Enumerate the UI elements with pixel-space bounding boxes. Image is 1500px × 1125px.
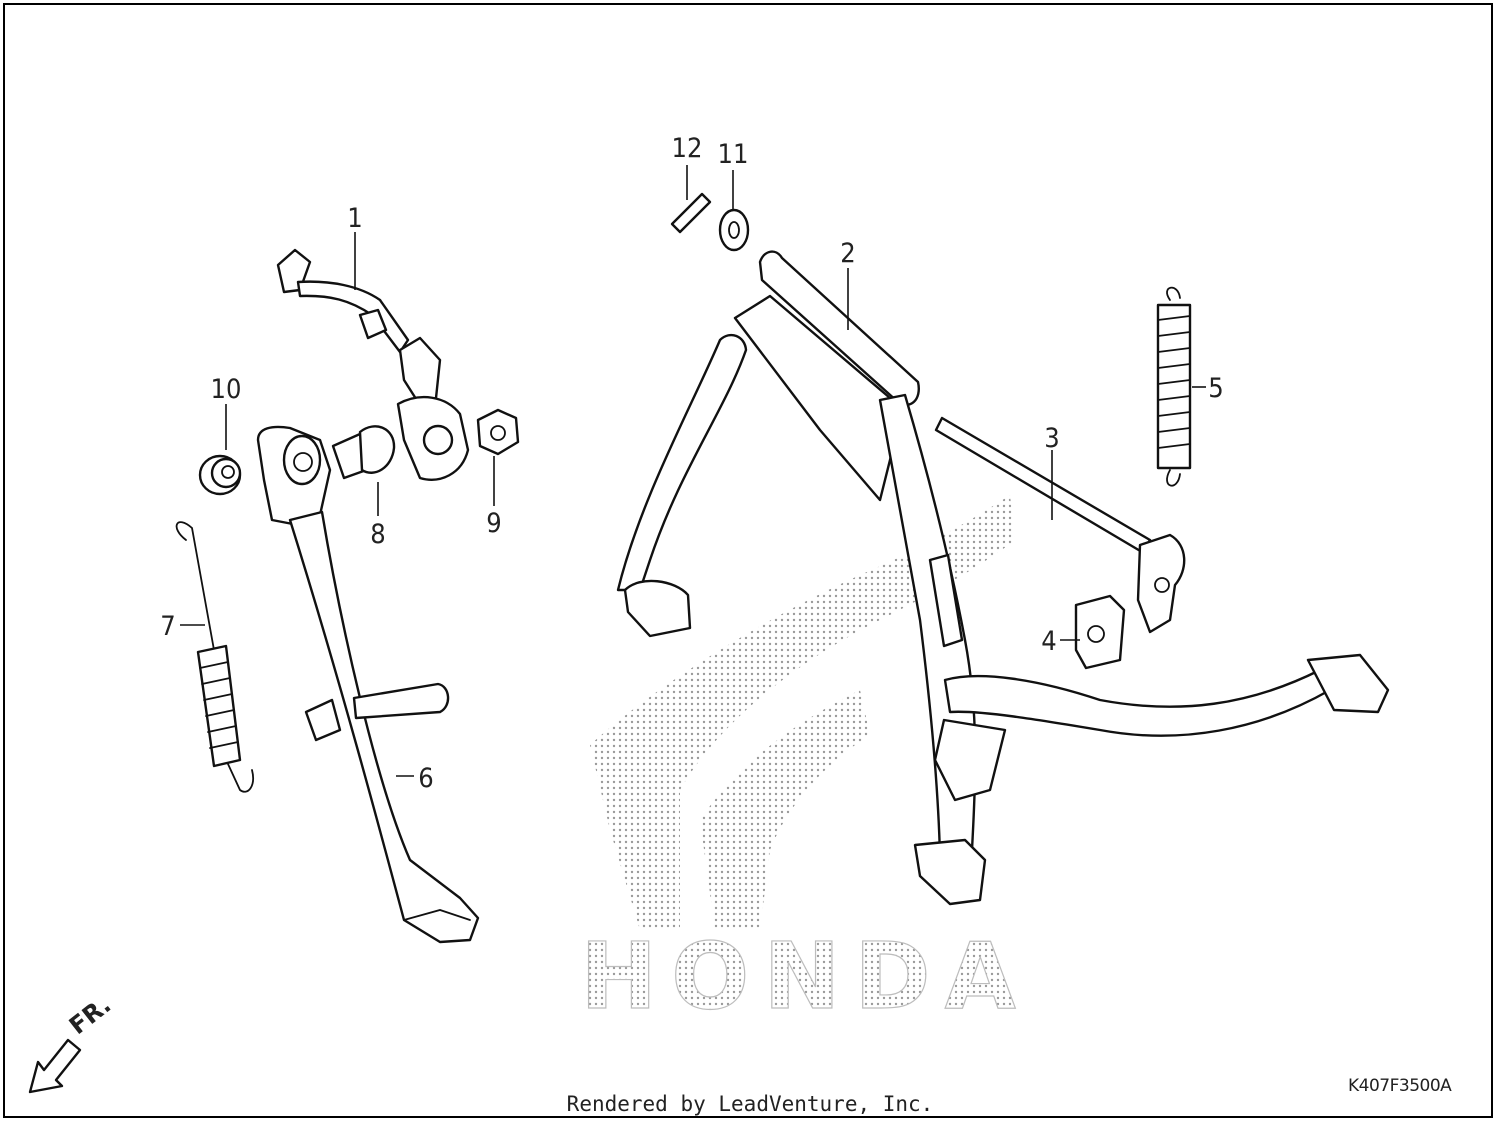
part-10-grommet[interactable]: [198, 454, 242, 496]
callout-12[interactable]: 12: [672, 133, 703, 164]
part-3-stand-shaft[interactable]: [934, 416, 1186, 634]
callout-10[interactable]: 10: [211, 374, 242, 405]
part-12-cotter-pin[interactable]: [670, 192, 712, 234]
callout-3[interactable]: 3: [1044, 423, 1059, 454]
part-8-pivot-bolt[interactable]: [331, 425, 396, 480]
part-4-stopper-rubber[interactable]: [1074, 594, 1126, 670]
callout-7[interactable]: 7: [160, 611, 175, 642]
callout-1[interactable]: 1: [347, 203, 362, 234]
part-9-nut[interactable]: [476, 408, 520, 456]
leader-lines: [180, 165, 1206, 777]
callout-2[interactable]: 2: [840, 238, 855, 269]
callout-6[interactable]: 6: [418, 763, 433, 794]
honda-text-watermark: HONDA: [580, 922, 1030, 1030]
part-11-washer[interactable]: [718, 208, 750, 252]
credit-text: Rendered by LeadVenture, Inc.: [566, 1092, 934, 1116]
part-7-side-stand-spring[interactable]: [175, 521, 254, 793]
callout-4[interactable]: 4: [1041, 626, 1056, 657]
part-5-main-stand-spring[interactable]: [1156, 286, 1192, 487]
part-6-side-stand[interactable]: [256, 425, 480, 944]
honda-watermark-text: HONDA: [580, 923, 1030, 1030]
part-2-main-stand[interactable]: [616, 250, 1390, 906]
callout-5[interactable]: 5: [1208, 373, 1223, 404]
front-arrow-icon: [28, 1038, 82, 1094]
callout-11[interactable]: 11: [718, 139, 749, 170]
honda-wing-watermark: [590, 495, 1015, 930]
callout-8[interactable]: 8: [370, 519, 385, 550]
diagram-frame: [3, 3, 1493, 1118]
diagram-code: K407F3500A: [1348, 1076, 1452, 1096]
callout-9[interactable]: 9: [486, 508, 501, 539]
callouts: 1 2 3 4 5 6 7 8 9 10 11 12: [160, 133, 1223, 794]
part-1-stand-switch[interactable]: [276, 248, 470, 481]
